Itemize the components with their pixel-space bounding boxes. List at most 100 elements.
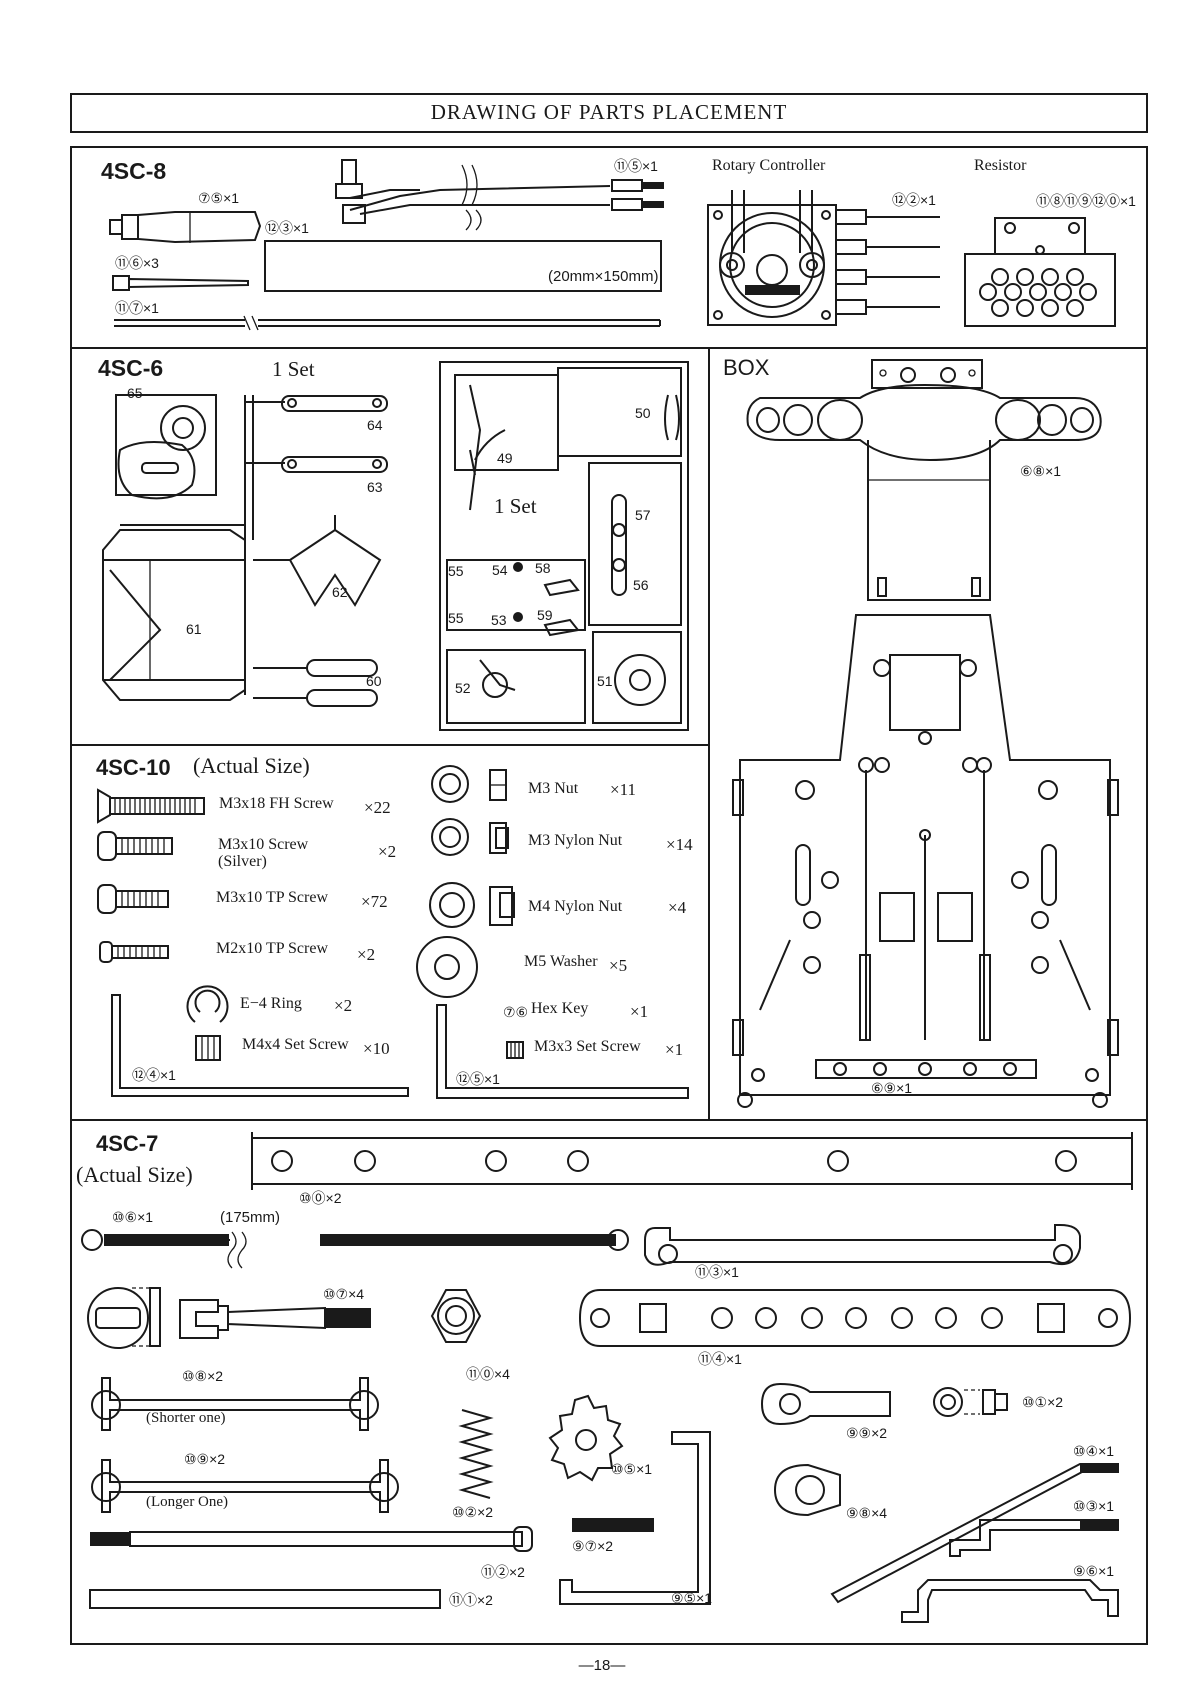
part-54: 54 xyxy=(492,562,508,578)
part-62: 62 xyxy=(332,584,348,600)
item-qty-m3x3-set: ×1 xyxy=(665,1040,684,1059)
sprue-4sc6-right-drawing xyxy=(439,361,689,731)
item-qty-m3-nylon: ×14 xyxy=(666,835,693,854)
section-4sc7 xyxy=(70,1119,1148,1645)
callout-117: ⑪⑦×1 xyxy=(115,300,159,316)
item-name-m4x4-set: M4x4 Set Screw xyxy=(242,1036,349,1053)
part-53: 53 xyxy=(491,612,507,628)
set-label-2: 1 Set xyxy=(494,494,537,518)
part-57: 57 xyxy=(635,507,651,523)
item-name-e4-ring: E−4 Ring xyxy=(240,995,302,1012)
callout-98: ⑨⑧×4 xyxy=(846,1505,888,1521)
shorter-one-label: (Shorter one) xyxy=(146,1410,226,1426)
item-name-m3-nylon: M3 Nylon Nut xyxy=(528,832,623,849)
part-49: 49 xyxy=(497,450,513,466)
callout-115: ⑪⑤×1 xyxy=(614,158,658,174)
screws-4sc10-drawing xyxy=(97,765,689,1099)
item-sub-m3x10: (Silver) xyxy=(218,853,267,870)
header-title-box xyxy=(70,93,1148,133)
parts-4sc7-drawing xyxy=(81,1132,1133,1623)
item-name-hex-key: Hex Key xyxy=(531,1000,589,1017)
longer-one-label: (Longer One) xyxy=(146,1494,229,1510)
sprue-4sc6-left-drawing xyxy=(102,394,388,707)
shaft-length: (175mm) xyxy=(220,1209,281,1226)
callout-103: ⑩③×1 xyxy=(1073,1498,1115,1514)
callout-96: ⑨⑥×1 xyxy=(1073,1563,1115,1579)
item-qty-hex-key: ×1 xyxy=(630,1002,649,1021)
callout-105: ⑩⑤×1 xyxy=(611,1461,653,1477)
callout-69: ⑥⑨×1 xyxy=(871,1080,913,1096)
callout-68: ⑥⑧×1 xyxy=(1020,463,1062,479)
part-55a: 55 xyxy=(448,563,464,579)
item-qty-m4x4-set: ×10 xyxy=(363,1039,390,1058)
callout-113: ⑪③×1 xyxy=(695,1264,739,1280)
part-52: 52 xyxy=(455,680,471,696)
callout-75: ⑦⑤×1 xyxy=(198,190,240,206)
callout-104: ⑩④×1 xyxy=(1073,1443,1115,1459)
part-64: 64 xyxy=(367,417,383,433)
item-qty-m3x18-fh: ×22 xyxy=(364,798,391,817)
part-61: 61 xyxy=(186,621,202,637)
part-65: 65 xyxy=(127,385,143,401)
callout-112: ⑪②×2 xyxy=(481,1564,525,1580)
chassis-drawing xyxy=(732,614,1119,1108)
bumper-drawing xyxy=(746,359,1102,601)
item-qty-m4-nylon: ×4 xyxy=(668,898,687,917)
callout-101: ⑩①×2 xyxy=(1022,1394,1064,1410)
callout-95: ⑨⑤×1 xyxy=(671,1590,713,1606)
part-51: 51 xyxy=(597,673,613,689)
callout-99: ⑨⑨×2 xyxy=(846,1425,888,1441)
set-label: 1 Set xyxy=(272,357,315,381)
callout-116: ⑪⑥×3 xyxy=(115,255,159,271)
item-name-m3x18-fh: M3x18 FH Screw xyxy=(219,795,334,812)
grease-tube-drawing xyxy=(109,211,262,244)
item-qty-m3x10-tp: ×72 xyxy=(361,892,388,911)
item-qty-m2x10-tp: ×2 xyxy=(357,945,376,964)
callout-106: ⑩⑥×1 xyxy=(112,1209,154,1225)
callout-107: ⑩⑦×4 xyxy=(323,1286,365,1302)
item-name-m2x10-tp: M2x10 TP Screw xyxy=(216,940,328,957)
part-63: 63 xyxy=(367,479,383,495)
item-qty-m5-washer: ×5 xyxy=(609,956,628,975)
section-id-box: BOX xyxy=(723,355,770,380)
callout-76: ⑦⑥ xyxy=(503,1004,529,1020)
callout-125: ⑫⑤×1 xyxy=(456,1071,500,1087)
switch-harness-drawing xyxy=(335,159,664,231)
callout-118-120: ⑪⑧⑪⑨⑫⓪×1 xyxy=(1036,193,1136,209)
item-qty-e4-ring: ×2 xyxy=(334,996,353,1015)
callout-109: ⑩⑨×2 xyxy=(184,1451,226,1467)
rotary-controller-drawing xyxy=(707,190,940,326)
item-qty-m3-nut: ×11 xyxy=(610,780,636,799)
part-56: 56 xyxy=(633,577,649,593)
section-id-4sc7: 4SC-7 xyxy=(96,1131,159,1156)
actual-size-4sc10: (Actual Size) xyxy=(193,753,310,778)
callout-111: ⑪①×2 xyxy=(449,1592,493,1608)
item-qty-m3x10: ×2 xyxy=(378,842,397,861)
rotary-controller-label: Rotary Controller xyxy=(712,157,826,174)
part-60: 60 xyxy=(366,673,382,689)
antenna-pipe-drawing xyxy=(114,315,661,331)
callout-122: ⑫②×1 xyxy=(892,192,936,208)
callout-110: ⑪⓪×4 xyxy=(466,1366,510,1382)
part-50: 50 xyxy=(635,405,651,421)
callout-123: ⑫③×1 xyxy=(265,220,309,236)
item-name-m3-nut: M3 Nut xyxy=(528,780,579,797)
section-id-4sc8: 4SC-8 xyxy=(101,158,167,184)
item-name-m4-nylon: M4 Nylon Nut xyxy=(528,898,623,915)
resistor-label: Resistor xyxy=(974,157,1027,174)
callout-114: ⑪④×1 xyxy=(698,1351,742,1367)
part-55b: 55 xyxy=(448,610,464,626)
callout-102: ⑩②×2 xyxy=(452,1504,494,1520)
part-58: 58 xyxy=(535,560,551,576)
callout-124: ⑫④×1 xyxy=(132,1067,176,1083)
section-id-4sc6: 4SC-6 xyxy=(98,355,164,381)
section-id-4sc10: 4SC-10 xyxy=(96,755,171,780)
callout-100: ⑩⓪×2 xyxy=(299,1190,342,1206)
actual-size-4sc7: (Actual Size) xyxy=(76,1162,193,1187)
double-tape-drawing xyxy=(264,240,662,292)
resistor-drawing xyxy=(964,217,1116,327)
item-name-m3x10: M3x10 Screw xyxy=(218,836,309,853)
item-name-m5-washer: M5 Washer xyxy=(524,953,598,970)
item-name-m3x10-tp: M3x10 TP Screw xyxy=(216,889,328,906)
